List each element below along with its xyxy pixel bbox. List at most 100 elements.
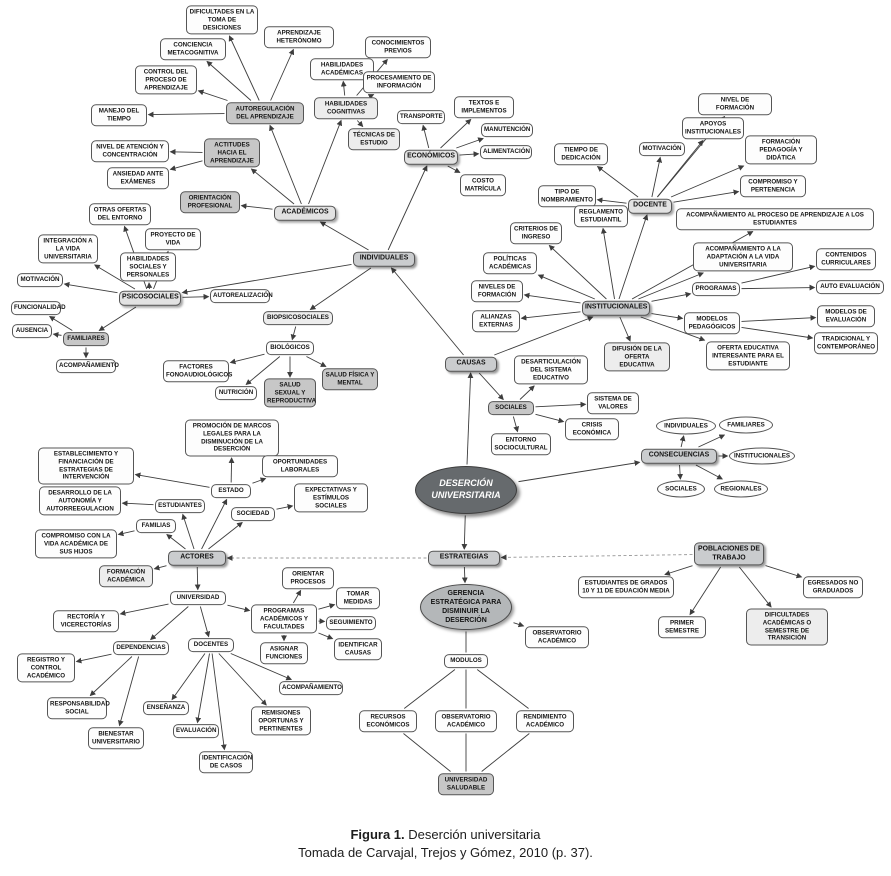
node-tradicional-contemporaneo: TRADICIONAL Y CONTEMPORÁNEO — [814, 332, 878, 354]
node-difusion-oferta: DIFUSIÓN DE LA OFERTA EDUCATIVA — [604, 342, 670, 372]
edge-familias--compromiso-vida — [117, 530, 135, 537]
figure-label: Figura 1. — [350, 827, 405, 842]
node-egresados: EGRESADOS NO GRADUADOS — [803, 576, 863, 598]
edge-academicos--orientacion-profesional — [240, 203, 273, 210]
node-tipo-nombramiento: TIPO DE NOMBRAMIENTO — [538, 185, 596, 207]
edge-individuales--psicosociales — [181, 263, 352, 295]
node-modulos: MODULOS — [444, 654, 488, 668]
edge-docente--motivacion-docente — [651, 156, 663, 198]
edge-actitudes--ansiedad-examenes — [169, 160, 203, 171]
edge-poblaciones--grados-10-11 — [664, 565, 693, 576]
edge-individuales--biopsicosociales — [309, 267, 372, 310]
edge-biologicos--salud-fisica — [306, 356, 327, 367]
node-fonoaudiologicos: FACTORES FONOAUDIOLÓGICOS — [163, 360, 232, 382]
node-consecuencias: CONSECUENCIAS — [641, 448, 717, 464]
edge-dependencias--bienestar-universitario — [117, 656, 140, 727]
edge-estado--establecimiento-financiacion — [134, 472, 210, 488]
edge-actores--formacion-academica — [153, 564, 167, 571]
node-dificultades-toma: DIFICULTADES EN LA TOMA DE DESICIONES — [186, 5, 258, 35]
node-identificar-causas: IDENTIFICAR CAUSAS — [334, 638, 382, 660]
edge-academicos--autoregulacion — [269, 124, 302, 205]
node-ensenanza: ENSEÑANZA — [143, 701, 189, 715]
edge-modelos-pedagogicos--tradicional-contemporaneo — [741, 326, 814, 341]
node-cons-sociales: SOCIALES — [657, 480, 705, 498]
edge-familiares--funcionalidad — [48, 316, 73, 331]
node-compromiso-pertenencia: COMPROMISO Y PERTENENCIA — [740, 175, 806, 197]
edge-docentes--remisiones — [218, 653, 267, 706]
node-acomp-proceso: ACOMPAÑAMIENTO AL PROCESO DE APRENDIZAJE… — [676, 208, 874, 230]
edge-economicos--alimentacion — [459, 151, 480, 158]
edge-actores--familias — [166, 533, 186, 550]
node-habilidades-academicas: HABILIDADES ACADÉMICAS — [310, 58, 374, 80]
node-actitudes: ACTITUDES HACIA EL APRENDIZAJE — [204, 138, 260, 168]
edge-consecuencias--cons-individuales — [679, 435, 686, 448]
edge-modulos--rendimiento-academico — [476, 669, 529, 709]
edge-docente--compromiso-pertenencia — [673, 189, 740, 203]
node-criterios-ingreso: CRITERIOS DE INGRESO — [510, 222, 562, 244]
edge-psicosociales--motivacion-psico — [63, 281, 118, 294]
node-orientar-procesos: ORIENTAR PROCESOS — [282, 567, 334, 589]
edge-sociales-causas--entorno-sociocultural — [512, 416, 520, 433]
node-transporte: TRANSPORTE — [397, 110, 445, 124]
edge-modulos--recursos-economicos — [403, 669, 456, 709]
node-control-proceso: CONTROL DEL PROCESO DE APRENDIZAJE — [135, 65, 197, 95]
edge-habilidades-cognitivas--habilidades-academicas — [340, 80, 347, 96]
node-niveles-formacion: NIVELES DE FORMACIÓN — [471, 280, 523, 302]
edge-docentes--evaluacion — [195, 653, 210, 724]
node-academicos: ACADÉMICOS — [274, 205, 336, 221]
node-oferta-educativa: OFERTA EDUCATIVA INTERESANTE PARA EL EST… — [706, 341, 790, 371]
edge-individuales--academicos — [319, 221, 369, 251]
edge-habilidades-cognitivas--tecnicas-estudio — [356, 120, 364, 128]
edge-docente--tipo-nombramiento — [596, 197, 627, 204]
edge-actores--estudiantes-actores — [181, 513, 195, 550]
node-expectativas-estimulos: EXPECTATIVAS Y ESTÍMULOS SOCIALES — [294, 483, 368, 513]
node-auto-evaluacion: AUTO EVALUACIÓN — [816, 280, 884, 294]
edge-individuales--economicos — [387, 165, 428, 251]
node-salud-fisica: SALUD FÍSICA Y MENTAL — [322, 368, 378, 390]
node-estudiantes-actores: ESTUDIANTES — [155, 499, 205, 513]
edge-rendimiento-academico--universidad-saludable — [481, 733, 530, 772]
node-tecnicas-estudio: TÉCNICAS DE ESTUDIO — [348, 128, 400, 150]
figure-title: Deserción universitaria — [408, 827, 541, 842]
node-desarticulacion: DESARTICULACIÓN DEL SISTEMA EDUCATIVO — [514, 355, 588, 385]
edge-programas-academicos--identificar-causas — [318, 632, 334, 640]
edge-institucionales--oferta-educativa — [640, 316, 706, 342]
node-promocion-marcos: PROMOCIÓN DE MARCOS LEGALES PARA LA DISM… — [185, 419, 279, 457]
edge-autoregulacion--conciencia-metacognitiva — [206, 60, 252, 101]
node-alianzas-externas: ALIANZAS EXTERNAS — [472, 310, 520, 332]
node-conciencia-metacognitiva: CONCIENCIA METACOGNITIVA — [160, 38, 226, 60]
edge-poblaciones--estrategias — [500, 554, 693, 561]
edge-programas-academicos--tomar-medidas — [318, 603, 336, 610]
edge-actores--sociedad — [208, 521, 243, 550]
node-aprendizaje-heteronomo: APRENDIZAJE HETERÓNOMO — [264, 26, 334, 48]
node-docente: DOCENTE — [628, 198, 672, 214]
node-bienestar-universitario: BIENESTAR UNIVERSITARIO — [88, 727, 144, 749]
edge-institucionales--politicas-academicas — [537, 274, 595, 300]
node-contenidos-curriculares: CONTENIDOS CURRICULARES — [816, 248, 876, 270]
node-integracion-vida: INTEGRACIÓN A LA VIDA UNIVERSITARIA — [38, 234, 98, 264]
edge-actitudes--nivel-atencion — [169, 148, 203, 155]
node-universidad-saludable: UNIVERSIDAD SALUDABLE — [438, 773, 494, 795]
figure-caption-line1: Figura 1. Deserción universitaria — [0, 826, 891, 844]
node-nivel-formacion: NIVEL DE FORMACIÓN — [698, 93, 772, 115]
node-universidad: UNIVERSIDAD — [170, 591, 226, 605]
node-registro-control: REGISTRO Y CONTROL ACADÉMICO — [17, 653, 75, 683]
edge-consecuencias--cons-regionales — [695, 464, 723, 480]
edge-estudiantes-actores--desarrollo-autonomia — [121, 500, 154, 507]
node-crisis-economica: CRISIS ECONÓMICA — [565, 418, 619, 440]
node-cons-familiares: FAMILIARES — [719, 416, 773, 434]
edge-docente--formacion-pedagogia — [670, 165, 745, 198]
edge-causas--individuales — [390, 267, 464, 356]
node-otras-ofertas: OTRAS OFERTAS DEL ENTORNO — [89, 203, 151, 225]
node-ausencia: AUSENCIA — [12, 324, 52, 338]
edge-universidad--rectoria — [119, 603, 169, 616]
node-acompanamiento-docentes: ACOMPAÑAMIENTO — [279, 681, 343, 695]
node-familias: FAMILIAS — [136, 519, 176, 533]
edge-institucionales--acomp-adaptacion — [638, 272, 704, 300]
node-poblaciones: POBLACIONES DE TRABAJO — [694, 542, 764, 566]
edge-institucionales--alianzas-externas — [520, 311, 581, 321]
node-primer-semestre: PRIMER SEMESTRE — [658, 616, 706, 638]
node-compromiso-vida: COMPROMISO CON LA VIDA ACADÉMICA DE SUS … — [35, 529, 117, 559]
edge-institucionales--reglamento-estudiantil — [600, 227, 615, 300]
